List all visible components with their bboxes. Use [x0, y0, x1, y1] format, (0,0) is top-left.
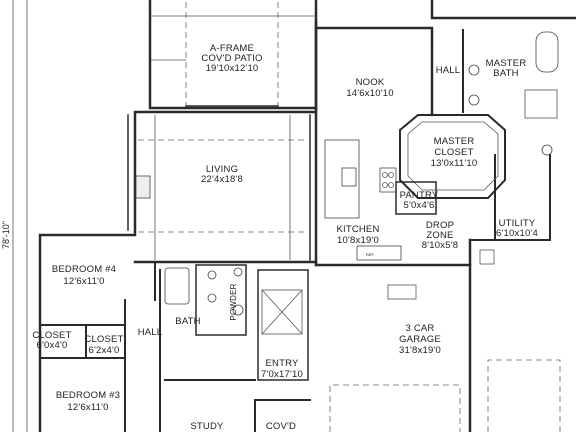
bath-title: BATH: [175, 316, 200, 327]
kitchen-size: 10'8x19'0: [337, 235, 379, 246]
nook-size: 14'6x10'10: [346, 88, 393, 99]
garage-title-1: 3 CAR: [406, 323, 435, 334]
drop-zone-title-1: DROP: [426, 220, 454, 231]
master-closet-title-1: MASTER: [434, 136, 475, 147]
kitchen-counter-bottom: [356, 245, 402, 261]
bedroom4-size: 12'6x11'0: [63, 276, 104, 287]
room-labels: A-FRAME COV'D PATIO 19'10x12'10 NOOK 14'…: [32, 43, 538, 432]
living-size: 22'4x18'8: [201, 174, 243, 185]
aframe-patio-title-2: COV'D PATIO: [201, 53, 262, 64]
utility-title: UTILITY: [499, 218, 536, 229]
closet-b-title: CLOSET: [84, 334, 123, 345]
closet-a-size: 6'0x4'0: [37, 340, 68, 351]
living-ceiling-lines: [135, 115, 308, 260]
aframe-patio-size: 19'10x12'10: [206, 63, 259, 74]
covd-title: COV'D: [266, 421, 296, 432]
closet-b-size: 6'2x4'0: [89, 345, 120, 356]
island-sink: [341, 167, 357, 187]
entry-size: 7'0x17'10: [261, 369, 303, 380]
entry-title: ENTRY: [265, 358, 298, 369]
master-closet-size: 13'0x11'10: [431, 158, 478, 169]
master-bath-title-1: MASTER: [486, 58, 527, 69]
garage-title-2: GARAGE: [399, 334, 441, 345]
overall-dimension-label: 78'-10": [1, 221, 11, 249]
bedroom4-title: BEDROOM #4: [52, 264, 116, 275]
fireplace: [135, 175, 151, 199]
utility-size: 6'10x10'4: [496, 228, 538, 239]
hall-lower-title: HALL: [138, 327, 163, 338]
pantry-title: PANTRY: [400, 190, 439, 201]
kitchen-title: KITCHEN: [336, 224, 379, 235]
master-bath-fixtures: [468, 31, 559, 156]
exterior-walls: [38, 0, 576, 432]
study-title: STUDY: [190, 421, 224, 432]
bath-fixtures: [164, 264, 247, 336]
closet-a-title: CLOSET: [32, 330, 71, 341]
bedroom3-title: BEDROOM #3: [56, 390, 120, 401]
master-tub: [535, 31, 559, 73]
drop-zone-size: 8'10x5'8: [422, 240, 458, 251]
pantry-box: [395, 181, 437, 215]
pantry-size: 5'0x4'6: [404, 200, 435, 211]
powder-title: POWDER: [229, 283, 238, 320]
living-title: LIVING: [206, 164, 238, 175]
bedroom3-size: 12'6x11'0: [67, 402, 108, 413]
nook-title: NOOK: [356, 77, 385, 88]
bedroom-wing-walls: [39, 269, 161, 432]
master-closet-title-2: CLOSET: [434, 147, 473, 158]
patio-aframe-lines: [150, 15, 316, 61]
overall-dimension-line: 78'-10": [1, 0, 28, 432]
kitchen-fixtures: REF: [324, 139, 402, 261]
garage-size: 31'8x19'0: [399, 345, 441, 356]
garage-doors: [329, 249, 561, 432]
ref-label: REF: [366, 252, 375, 257]
master-bath-title-2: BATH: [493, 68, 518, 79]
cooktop: [379, 167, 397, 193]
hall-upper-title: HALL: [436, 65, 461, 76]
master-closet-walls: [395, 114, 506, 215]
entry-walls: [164, 269, 311, 432]
hall-bath-tub: [164, 267, 190, 305]
aframe-patio-title-1: A-FRAME: [210, 43, 254, 54]
drop-zone-title-2: ZONE: [426, 230, 453, 241]
